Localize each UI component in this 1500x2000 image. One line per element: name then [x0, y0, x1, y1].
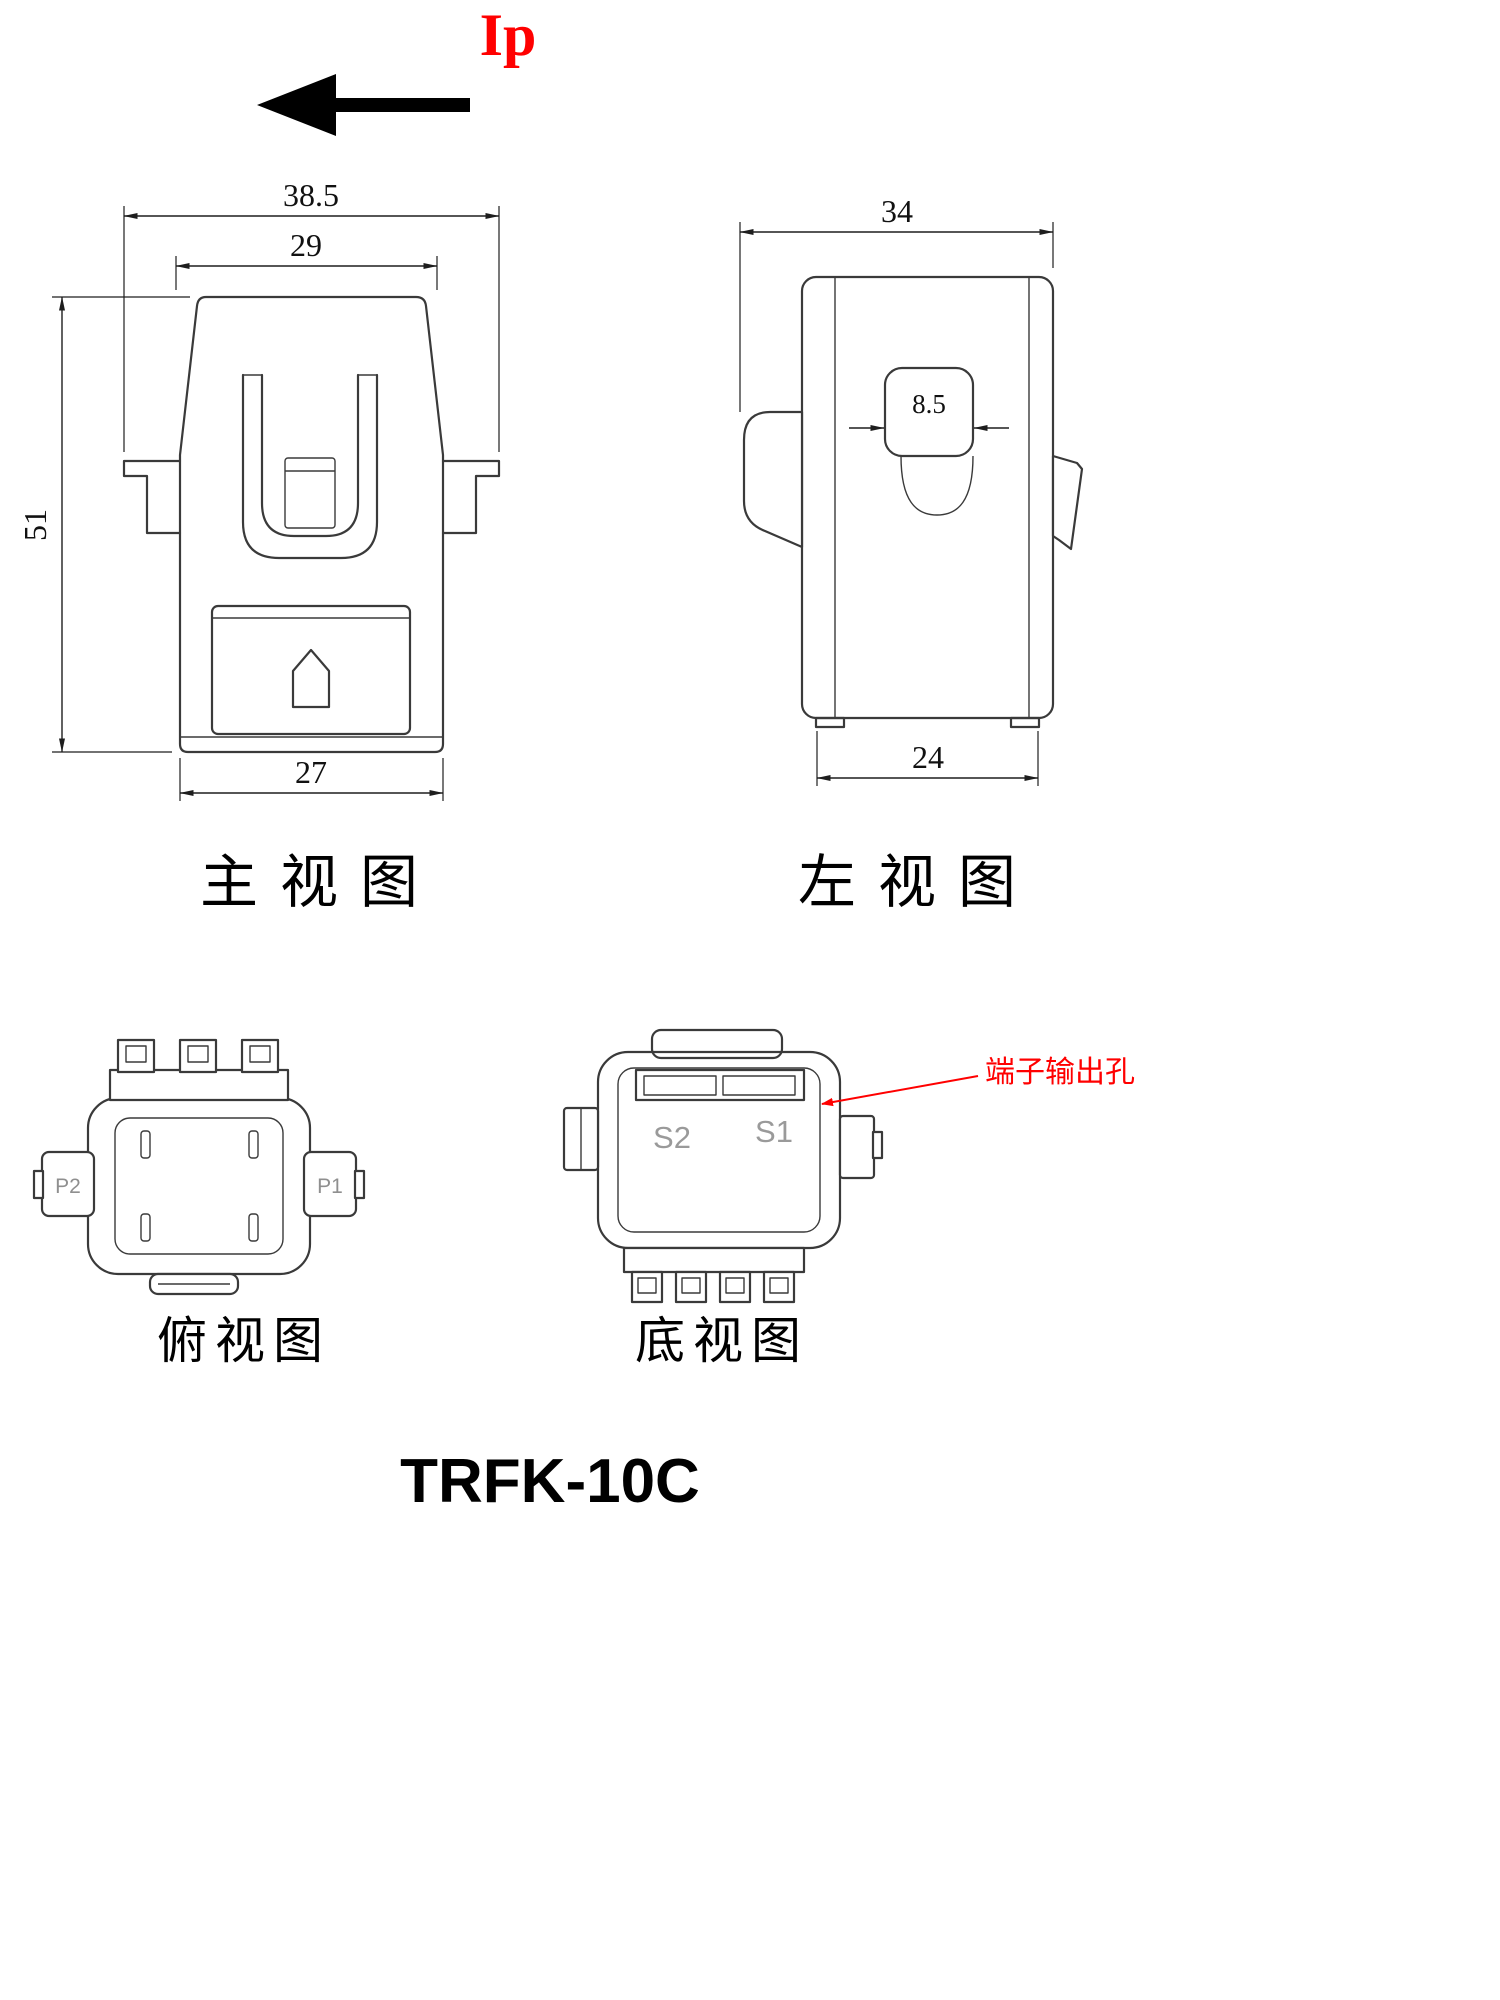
front-body-outline: [178, 295, 445, 754]
front-view: 38.5 29 51 27 主视图: [17, 177, 501, 915]
front-open-direction-mark: [291, 648, 331, 709]
front-clamp-inner-jaw: [260, 373, 360, 538]
left-latch-hook: [1051, 454, 1084, 551]
annotation-label: 端子输出孔: [985, 1056, 1135, 1089]
front-label-box: [210, 604, 412, 736]
left-depth-dim: 34: [881, 193, 913, 229]
bottom-terminal-prong-1: [630, 1270, 664, 1304]
top-view-label: 俯视图: [157, 1313, 331, 1369]
left-wire-hole-throat: [900, 455, 974, 516]
terminal-output-annotation: 端子输出孔: [821, 1056, 1135, 1107]
top-corner-slot-tl: [140, 1130, 151, 1159]
bottom-output-hole-left: [643, 1075, 717, 1096]
top-terminal-prong-1-slot: [125, 1045, 147, 1063]
bottom-terminal-prong-2-slot: [681, 1277, 701, 1294]
top-terminal-prong-3-slot: [249, 1045, 271, 1063]
left-foot-right: [1009, 716, 1041, 729]
primary-current-indicator: Ip: [257, 2, 536, 136]
top-terminal-p1-tip: [353, 1169, 366, 1200]
front-left-mounting-wing: [122, 459, 182, 535]
ip-label: Ip: [480, 2, 537, 68]
model-title: TRFK-10C: [400, 1447, 700, 1516]
left-view: 8.5 34 24 左视图: [739, 193, 1084, 915]
bottom-inner-face: [617, 1067, 821, 1233]
left-wire-hole: [883, 366, 975, 458]
left-body-outline: [800, 275, 1055, 720]
bottom-terminal-prong-2: [674, 1270, 708, 1304]
front-view-label: 主视图: [200, 850, 440, 915]
bottom-terminal-prong-1-slot: [637, 1277, 657, 1294]
top-terminal-base: [108, 1068, 290, 1102]
left-foot-left: [814, 716, 846, 729]
top-corner-slot-bl: [140, 1213, 151, 1242]
bottom-terminal-prong-4: [762, 1270, 796, 1304]
bottom-top-tab: [650, 1028, 784, 1060]
bottom-terminal-prong-3: [718, 1270, 752, 1304]
bottom-view-label: 底视图: [635, 1313, 809, 1369]
top-terminal-prong-2-slot: [187, 1045, 209, 1063]
left-view-label: 左视图: [798, 850, 1038, 915]
bottom-right-tab: [838, 1114, 876, 1180]
top-corner-slot-tr: [248, 1130, 259, 1159]
bottom-view: S2 S1 底视图: [562, 1028, 884, 1369]
top-terminal-p2-tip: [32, 1169, 45, 1200]
bottom-terminal-s1-label: S1: [755, 1114, 793, 1149]
top-terminal-prong-1: [116, 1038, 156, 1074]
top-terminal-prong-2: [178, 1038, 218, 1074]
bottom-output-hole-right: [722, 1075, 796, 1096]
left-clip-lever: [742, 410, 804, 549]
top-body-outline: [86, 1096, 312, 1276]
top-terminal-p1-label: P1: [317, 1175, 343, 1198]
top-terminal-prong-3: [240, 1038, 280, 1074]
front-top-width-dim: 29: [290, 227, 322, 263]
top-view: P2 P1 俯视图: [32, 1038, 366, 1369]
front-bottom-width-dim: 27: [295, 754, 327, 790]
bottom-terminal-prong-3-slot: [725, 1277, 745, 1294]
bottom-terminal-prong-4-slot: [769, 1277, 789, 1294]
front-overall-width-dim: 38.5: [283, 177, 339, 213]
front-height-dim: 51: [17, 509, 53, 541]
top-corner-slot-br: [248, 1213, 259, 1242]
left-base-depth-dim: 24: [912, 739, 944, 775]
bottom-terminal-base: [622, 1246, 806, 1274]
bottom-terminal-s2-label: S2: [653, 1120, 691, 1155]
top-terminal-p2-label: P2: [55, 1175, 81, 1198]
annotation-arrow: [821, 1075, 979, 1107]
front-right-mounting-wing: [441, 459, 501, 535]
ip-direction-arrow-icon: [257, 74, 470, 136]
top-inner-face: [114, 1117, 284, 1255]
left-hole-width-dim: 8.5: [912, 389, 946, 419]
bottom-right-tab-tip: [871, 1130, 884, 1160]
front-core-block: [284, 457, 336, 529]
front-clamp-outer-slot: [241, 373, 379, 560]
